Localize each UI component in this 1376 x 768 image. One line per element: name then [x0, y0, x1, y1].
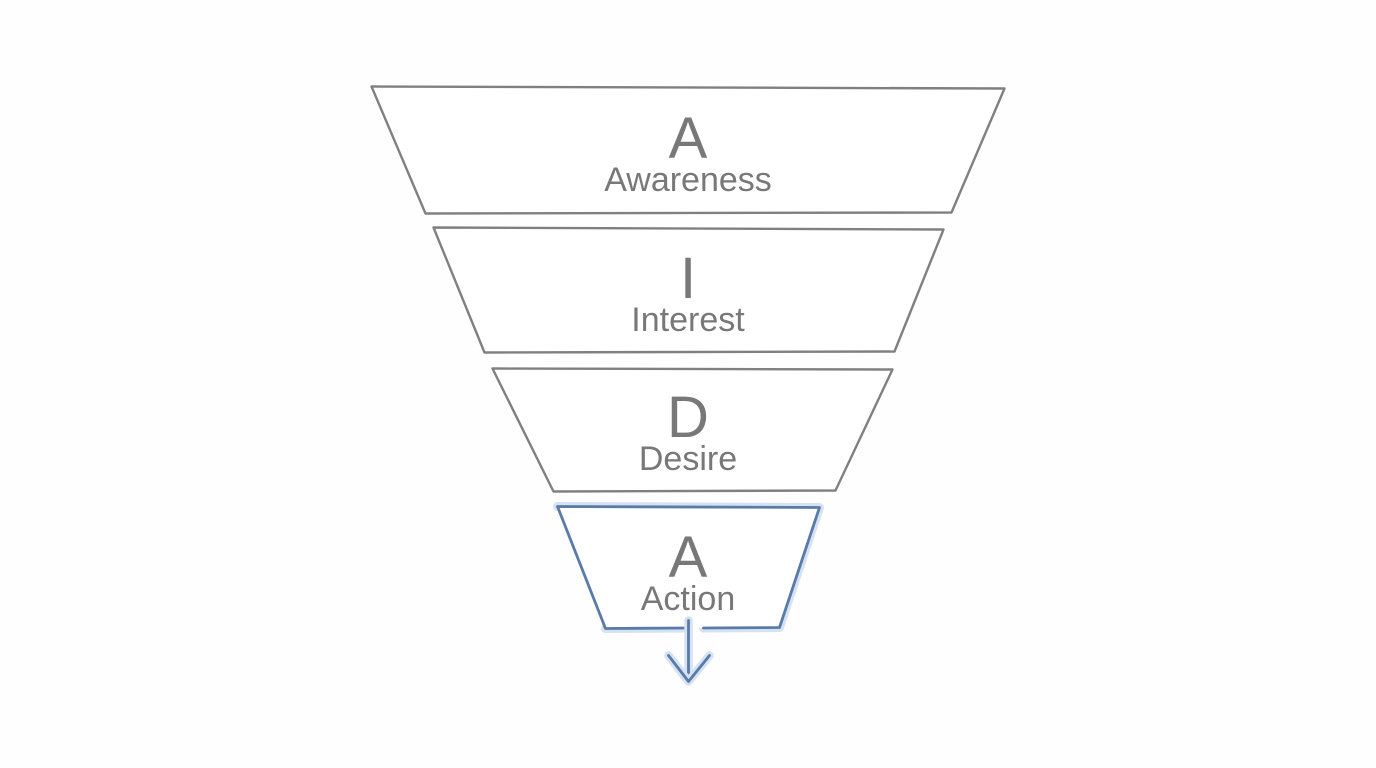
segment-outline-action	[556, 505, 821, 630]
segment-fill-action	[557, 506, 820, 629]
funnel-segment-awareness[interactable]	[370, 85, 1006, 215]
down-arrow-icon	[664, 616, 714, 686]
funnel-segment-interest[interactable]	[432, 226, 945, 354]
segment-outline-interest	[432, 226, 945, 354]
segment-outline-desire	[491, 367, 894, 493]
funnel-segment-action[interactable]	[553, 502, 824, 633]
down-arrow-head	[667, 654, 711, 683]
funnel-segment-desire[interactable]	[491, 367, 894, 493]
segment-outline-awareness	[370, 85, 1006, 215]
